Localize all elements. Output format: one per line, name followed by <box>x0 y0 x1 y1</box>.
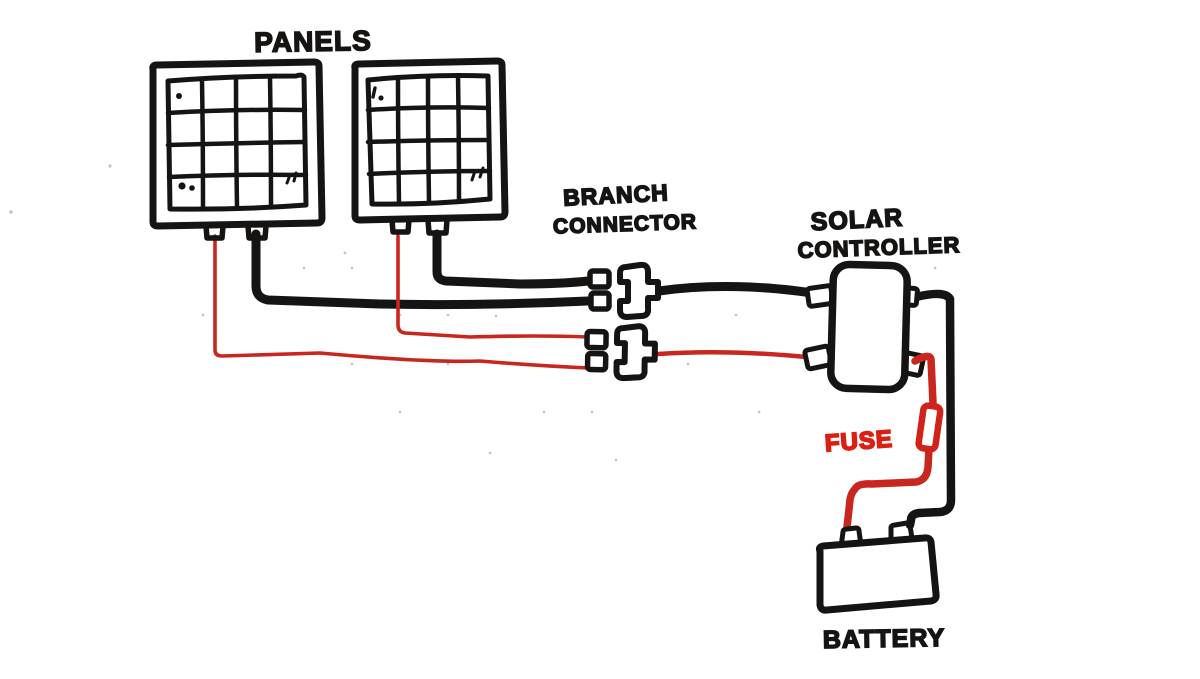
wire-red-panel1-to-branch <box>213 234 591 370</box>
wire-red-fuse-to-battery <box>843 444 933 531</box>
panel1-sketch-marks <box>176 93 298 191</box>
black-wires <box>251 229 956 530</box>
battery-body <box>815 534 940 614</box>
branch-red-input-bottom <box>584 350 609 373</box>
solar-panel-1 <box>149 58 326 241</box>
wire-black-panel1-to-branch <box>251 229 593 310</box>
battery-terminal-negative <box>888 520 915 545</box>
solar-controller-label-line2: CONTROLLER <box>797 232 961 263</box>
panel1-terminal-positive <box>245 223 269 241</box>
panel2-terminal-negative <box>389 217 412 235</box>
branch-connector-black <box>587 261 661 320</box>
fuse-circuit <box>843 352 944 531</box>
battery-terminal-positive <box>838 525 864 550</box>
solar-controller-label-line1: SOLAR <box>810 204 904 237</box>
panel1-terminal-negative <box>203 223 226 241</box>
branch-red-input-top <box>584 328 609 351</box>
fuse-body <box>915 402 944 453</box>
wire-black-panel2-to-branch <box>432 229 593 289</box>
panel1-grid-border <box>165 72 309 212</box>
branch-black-input-top <box>587 268 612 290</box>
branch-connector-label-line1: BRANCH <box>563 179 670 210</box>
solar-panel-2 <box>351 57 509 236</box>
wire-red-branch-to-controller <box>655 349 818 361</box>
branch-black-input-bottom <box>588 290 612 312</box>
red-wires-thin <box>213 234 818 370</box>
panels-label: PANELS <box>254 25 372 58</box>
branch-black-body <box>617 261 661 320</box>
controller-body <box>827 260 911 394</box>
branch-red-body <box>613 323 658 382</box>
panel2-grid-lines <box>365 73 493 206</box>
panel2-sketch-marks <box>371 86 485 182</box>
solar-controller <box>802 260 926 394</box>
panel2-terminal-positive <box>425 217 450 236</box>
wire-black-controller-to-battery <box>905 289 956 530</box>
fuse-label: FUSE <box>824 426 894 458</box>
battery <box>815 520 940 614</box>
panel1-grid-lines <box>165 74 309 211</box>
wire-red-panel2-to-branch <box>396 234 590 339</box>
branch-connector-label-line2: CONNECTOR <box>553 210 698 238</box>
wire-black-branch-to-controller <box>654 282 822 299</box>
battery-label: BATTERY <box>823 624 946 654</box>
wire-red-controller-to-fuse <box>911 352 937 407</box>
branch-connector-red <box>584 323 658 382</box>
